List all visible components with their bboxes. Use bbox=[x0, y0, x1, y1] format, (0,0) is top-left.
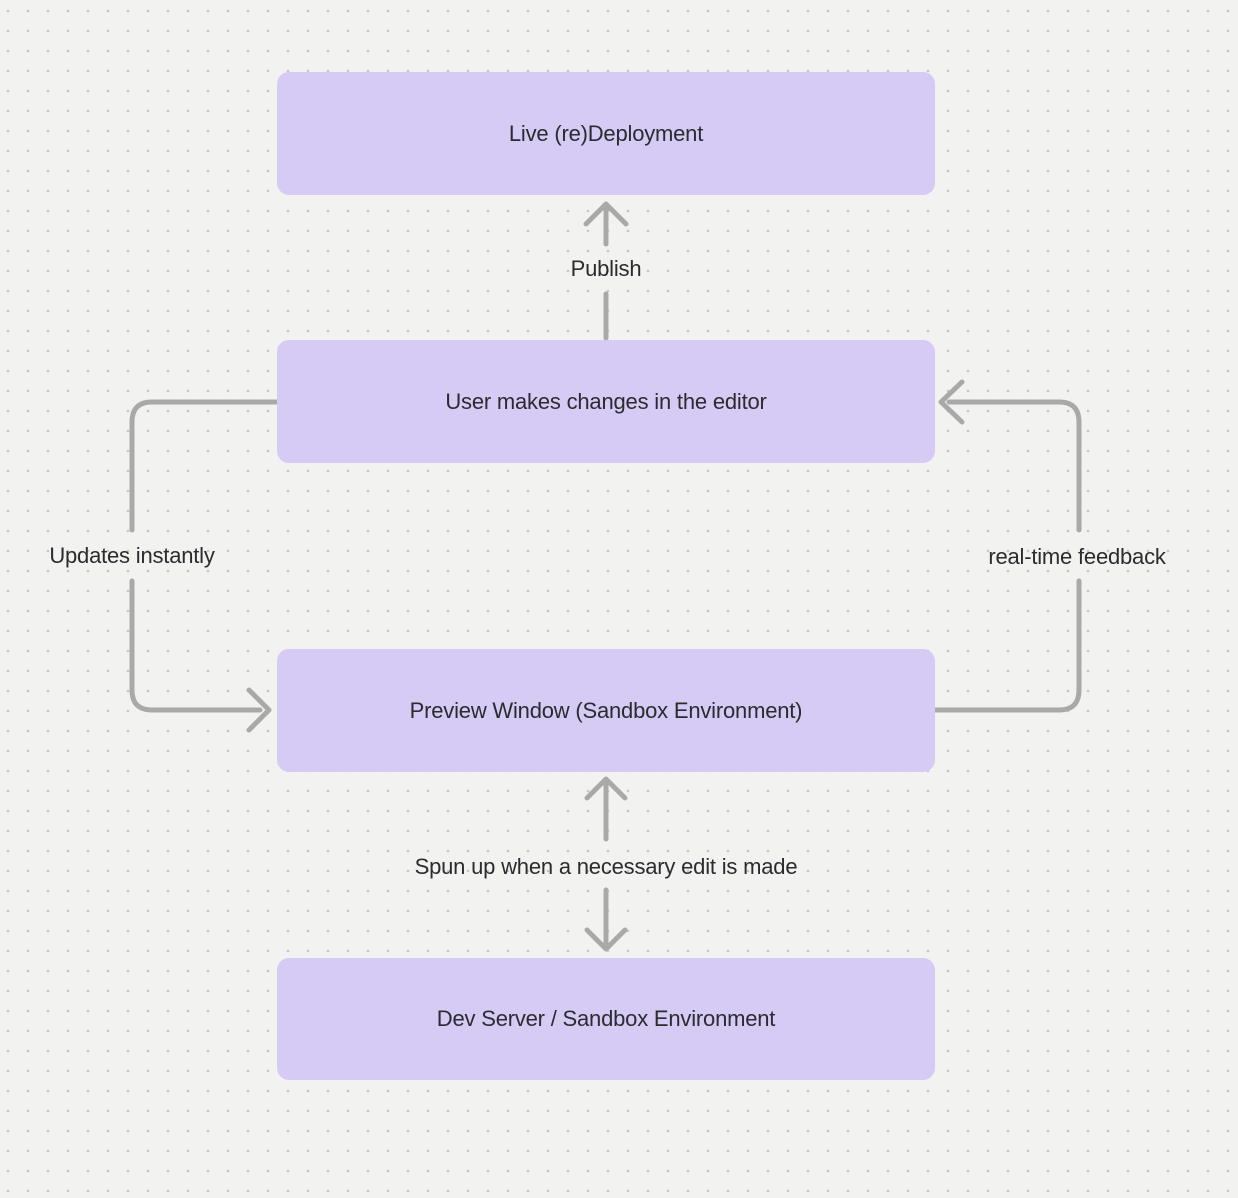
node-label: Dev Server / Sandbox Environment bbox=[436, 1006, 776, 1031]
edge-label-realtime-feedback: real-time feedback bbox=[988, 544, 1166, 569]
node-label: Preview Window (Sandbox Environment) bbox=[409, 697, 803, 723]
arrowhead-up-icon bbox=[583, 201, 629, 227]
edge-realtime-feedback-line-lower bbox=[932, 578, 1082, 713]
edge-label-updates-instantly: Updates instantly bbox=[49, 543, 215, 568]
node-label: User makes changes in the editor bbox=[445, 388, 767, 414]
node-dev-server[interactable]: Dev Server / Sandbox Environment bbox=[277, 958, 935, 1080]
arrowhead-right-icon bbox=[246, 687, 272, 733]
arrowhead-down-icon bbox=[584, 927, 628, 952]
edge-updates-instantly-line-lower bbox=[129, 578, 263, 713]
edge-label-spun-up: Spun up when a necessary edit is made bbox=[414, 854, 798, 879]
arrowhead-left-icon bbox=[938, 379, 965, 425]
node-live-redeployment[interactable]: Live (re)Deployment bbox=[277, 72, 935, 195]
node-user-changes[interactable]: User makes changes in the editor bbox=[277, 340, 935, 463]
node-preview-window[interactable]: Preview Window (Sandbox Environment) bbox=[277, 649, 935, 772]
edge-label-publish: Publish bbox=[570, 256, 642, 281]
edge-updates-instantly-line-upper bbox=[129, 399, 280, 533]
arrowhead-up-icon bbox=[584, 776, 628, 801]
edge-realtime-feedback-line-upper bbox=[946, 399, 1082, 533]
node-label: Live (re)Deployment bbox=[508, 120, 704, 146]
